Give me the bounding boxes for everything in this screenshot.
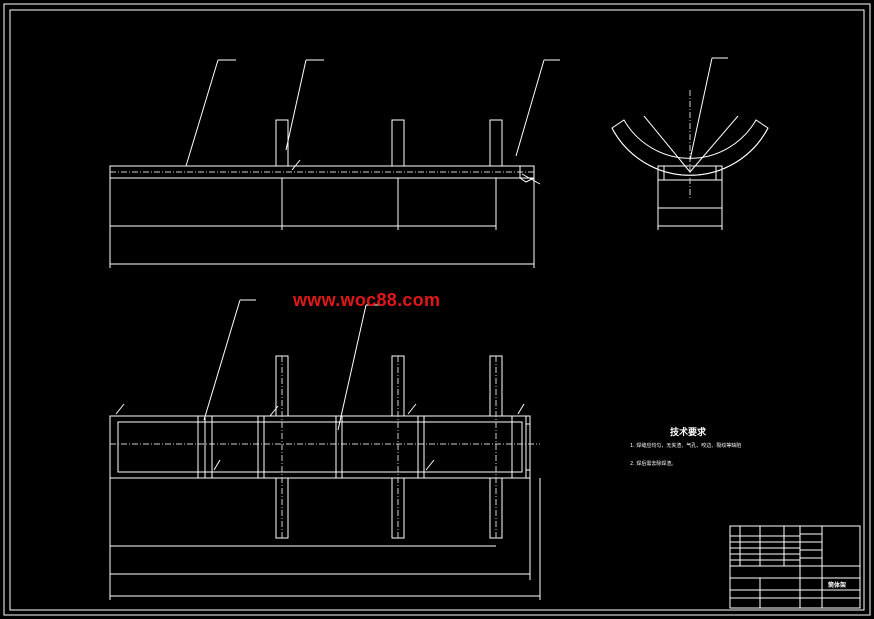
post-1 xyxy=(275,119,289,167)
front-view xyxy=(109,59,560,268)
technical-requirement-line-2: 2. 焊后需去除焊渣。 xyxy=(630,461,677,467)
watermark-text: www.woc88.com xyxy=(293,290,441,310)
frame-inner xyxy=(117,421,523,473)
title-block-part-name: 筒体架 xyxy=(828,582,847,589)
post-2 xyxy=(391,119,405,167)
outer-border xyxy=(3,3,871,616)
technical-requirements-title: 技术要求 xyxy=(670,428,707,438)
plan-view xyxy=(109,299,541,600)
title-block xyxy=(729,525,861,609)
frame-outer xyxy=(109,415,531,479)
side-view xyxy=(611,57,769,230)
end-bracket xyxy=(519,165,535,183)
technical-requirement-line-1: 1. 焊缝应均匀，无夹渣、气孔、咬边、裂纹等缺陷 xyxy=(630,443,742,449)
post-3 xyxy=(489,119,503,167)
inner-border xyxy=(9,9,865,611)
